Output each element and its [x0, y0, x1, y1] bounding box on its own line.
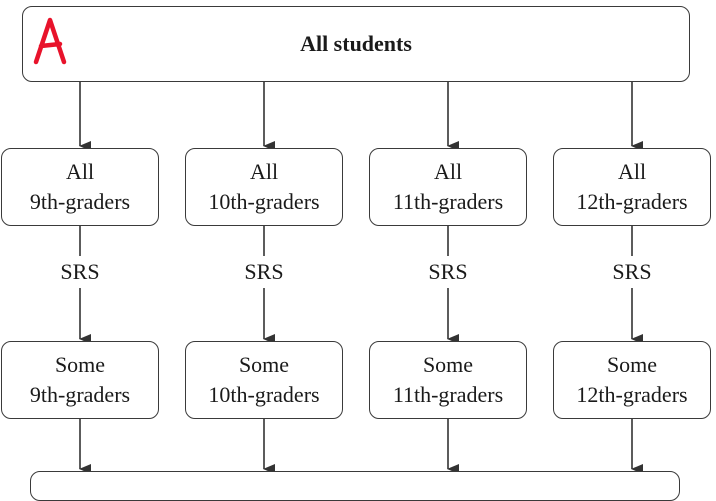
upper-label-line2: 10th-graders [208, 189, 320, 214]
all-11th-graders-box: All 11th-graders [369, 148, 527, 226]
lower-label-line2: 9th-graders [29, 382, 131, 407]
all-10th-graders-box: All 10th-graders [185, 148, 343, 226]
some-12th-graders-box: Some 12th-graders [553, 341, 711, 419]
upper-label-line2: 11th-graders [392, 189, 504, 214]
srs-label-12th: SRS [553, 259, 711, 285]
lower-label-line2: 12th-graders [576, 382, 688, 407]
upper-label-line1: All [249, 159, 279, 184]
all-students-label: All students [300, 31, 412, 56]
upper-label-line1: All [65, 159, 95, 184]
srs-label-11th: SRS [369, 259, 527, 285]
lower-label-line1: Some [606, 352, 658, 377]
all-9th-graders-box: All 9th-graders [1, 148, 159, 226]
lower-label-line1: Some [422, 352, 474, 377]
combined-sample-box [30, 471, 680, 501]
lower-label-line1: Some [54, 352, 106, 377]
some-10th-graders-box: Some 10th-graders [185, 341, 343, 419]
some-9th-graders-box: Some 9th-graders [1, 341, 159, 419]
some-11th-graders-box: Some 11th-graders [369, 341, 527, 419]
all-12th-graders-box: All 12th-graders [553, 148, 711, 226]
lower-label-line2: 10th-graders [208, 382, 320, 407]
handwritten-a-mark [33, 17, 67, 65]
srs-label-9th: SRS [1, 259, 159, 285]
srs-label-10th: SRS [185, 259, 343, 285]
lower-label-line2: 11th-graders [392, 382, 504, 407]
lower-label-line1: Some [238, 352, 290, 377]
upper-label-line1: All [433, 159, 463, 184]
connector-arrows [79, 82, 643, 474]
upper-label-line2: 9th-graders [29, 189, 131, 214]
upper-label-line1: All [617, 159, 647, 184]
upper-label-line2: 12th-graders [576, 189, 688, 214]
all-students-box: All students [22, 6, 690, 82]
